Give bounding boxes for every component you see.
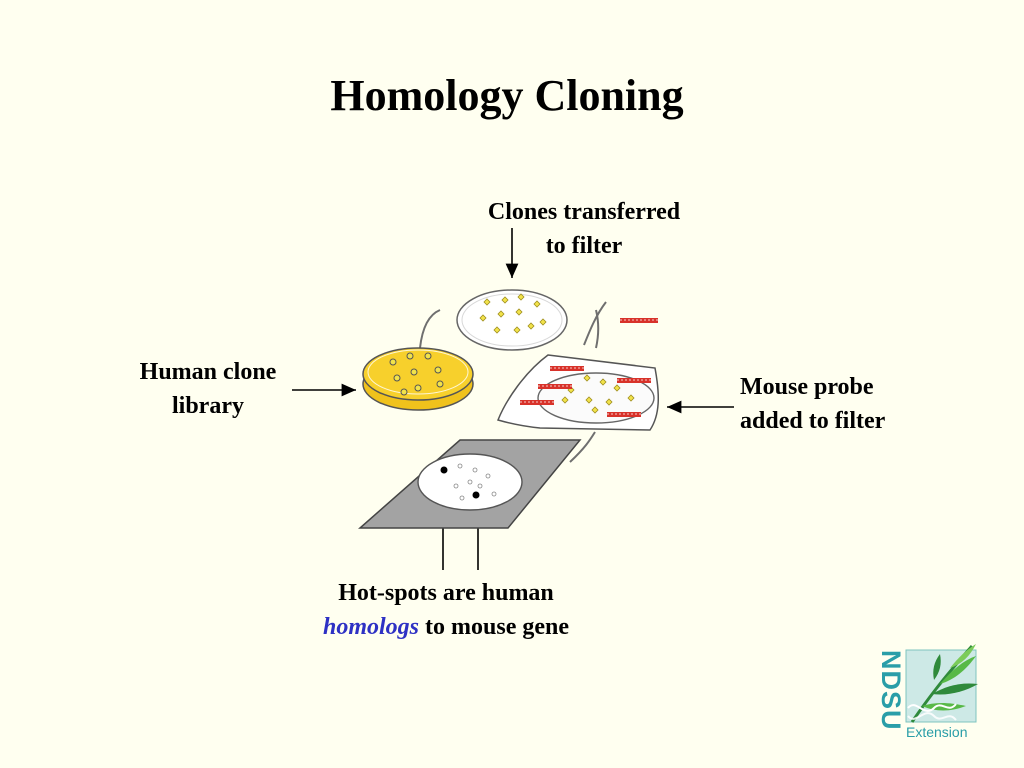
petri-dish	[362, 347, 474, 411]
label-human-line1: Human clone	[139, 359, 277, 385]
label-hotspots-line2: homologs to mouse gene	[296, 610, 596, 644]
label-hotspots-line1: Hot-spots are human	[338, 580, 554, 606]
probe-fragment	[620, 318, 658, 323]
label-hotspots: Hot-spots are human homologs to mouse ge…	[296, 576, 596, 644]
label-human-clone-library: Human clone library	[118, 355, 298, 423]
flow-curve-bottom	[569, 431, 596, 463]
logo-extension-text: Extension	[906, 724, 968, 740]
label-hotspots-rest: to mouse gene	[419, 614, 569, 640]
hotspot-2	[472, 491, 480, 499]
label-clones-line1: Clones transferred	[487, 199, 681, 225]
flow-curve-left	[419, 309, 441, 349]
label-human-line2: library	[172, 393, 244, 419]
logo-ndsu-text: NDSU	[876, 650, 906, 731]
dna-helix-icon	[907, 703, 957, 721]
ndsu-extension-logo	[905, 644, 978, 723]
hybridization-bag	[496, 354, 660, 431]
label-mouse-probe: Mouse probe added to filter	[740, 370, 885, 438]
replica-filter	[456, 289, 568, 351]
hotspot-1	[440, 466, 448, 474]
slide-title: Homology Cloning	[330, 71, 684, 120]
homologs-emphasis: homologs	[322, 614, 420, 640]
flow-curve-right	[583, 301, 607, 346]
label-clones-transferred: Clones transferred to filter	[462, 195, 706, 263]
label-mouse-line1: Mouse probe	[740, 374, 874, 400]
label-clones-line2: to filter	[545, 233, 623, 259]
flow-curve-right2	[595, 309, 600, 349]
leaf-icon	[910, 644, 978, 723]
xray-film	[358, 439, 582, 529]
label-mouse-line2: added to filter	[740, 408, 886, 434]
